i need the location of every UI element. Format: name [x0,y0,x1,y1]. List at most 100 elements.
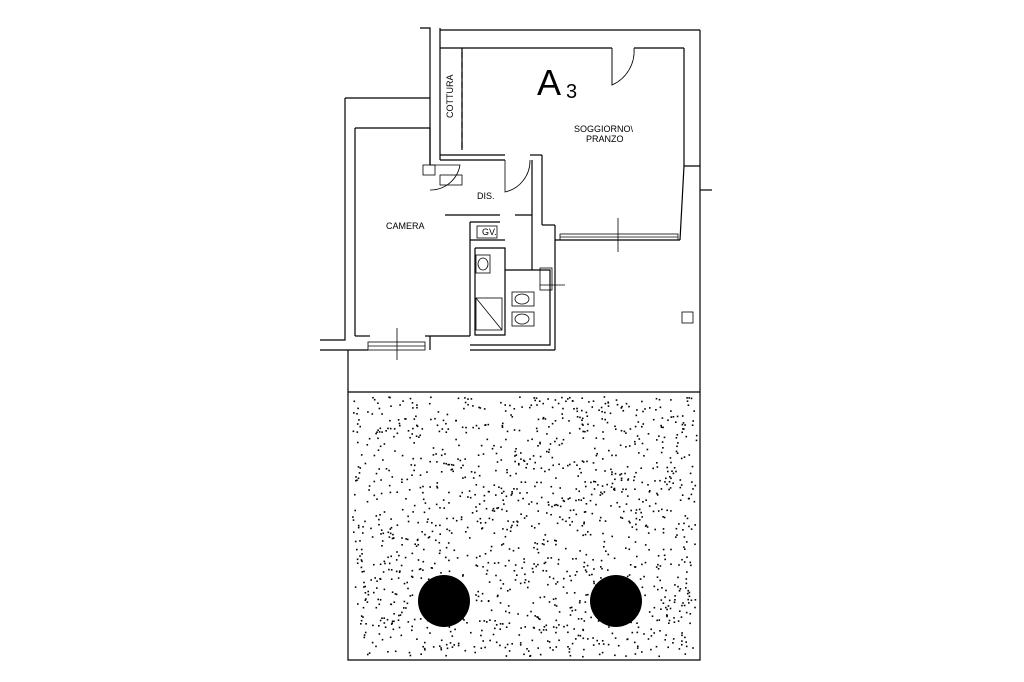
gravel-dot [388,484,391,487]
gravel-dot [569,654,572,657]
gravel-dot [464,401,467,404]
gravel-dot [411,569,414,572]
gravel-dot [558,444,561,446]
gravel-dot [448,463,450,466]
gravel-dot [660,424,662,427]
gravel-dot [419,474,422,476]
gravel-dot [641,516,643,518]
gravel-dot [360,566,363,569]
gravel-dot [680,484,683,486]
gravel-dot [429,486,431,488]
gravel-dot [637,645,639,648]
gravel-dot [380,529,383,531]
gravel-dot [506,430,509,433]
gravel-dot [625,655,627,657]
gravel-dot [662,528,665,530]
gravel-dot [672,472,675,475]
gravel-dot [675,450,678,453]
gravel-dot [670,563,672,565]
gravel-dot [511,643,513,645]
gravel-dot [373,398,376,401]
gravel-dot [568,517,571,519]
gravel-dot [390,578,393,580]
gravel-dot [558,639,560,642]
gravel-dot [477,590,479,593]
gravel-dot [691,481,693,483]
gravel-dot [514,579,517,581]
gravel-dot [381,617,383,619]
gravel-dot [570,606,573,609]
gravel-dot [599,516,602,519]
gravel-dot [493,532,496,534]
gravel-dot [614,472,617,475]
gravel-dot [482,640,484,642]
gravel-dot [497,562,500,564]
gravel-dot [614,637,617,639]
gravel-dot [674,595,676,597]
gravel-dot [574,609,577,611]
gravel-dot [448,529,451,532]
gravel-dot [684,653,687,655]
gravel-dot [629,428,632,430]
gravel-dot [600,566,602,568]
gravel-dot [518,462,520,465]
gravel-dot [683,522,685,525]
gravel-dot [499,644,501,647]
gravel-dot [368,489,370,491]
gravel-dot [689,622,691,625]
gravel-dot [672,416,675,418]
gravel-dot [495,452,498,455]
gravel-dot [522,497,524,500]
gravel-dot [445,546,448,549]
gravel-dot [479,407,482,409]
gravel-dot [581,423,584,426]
gravel-dot [373,494,376,497]
gravel-dot [462,464,464,467]
gravel-dot [659,579,661,582]
gravel-dot [641,481,643,484]
gravel-dot [561,497,563,499]
gravel-dot [453,644,455,646]
gravel-dot [584,511,587,513]
gravel-dot [581,460,584,462]
gravel-dot [463,619,465,621]
gravel-dot [399,424,401,427]
gravel-dot [658,655,660,658]
gravel-dot [367,411,369,413]
gravel-dot [389,427,392,430]
gravel-dot [673,467,676,469]
gravel-dot [622,488,624,491]
gravel-dot [566,570,568,573]
gravel-dot [558,611,561,613]
gravel-dot [435,453,437,455]
gravel-dot [610,505,612,507]
gravel-dot [422,569,424,571]
gravel-dot [547,640,549,642]
gravel-dot [602,643,605,645]
gravel-dot [429,460,431,463]
gravel-dot [650,628,652,631]
gravel-dot [500,459,503,461]
gravel-dot [435,524,437,527]
gravel-dot [518,463,520,466]
gravel-dot [601,493,604,495]
gravel-dot [452,464,455,466]
gravel-dot [437,411,440,413]
gravel-dot [687,404,690,406]
gravel-dot [679,486,682,489]
gravel-dot [387,556,389,559]
gravel-dot [677,442,679,444]
gravel-dot [662,602,665,604]
gravel-dot [387,531,390,534]
gravel-dot [403,582,406,585]
gravel-dot [588,401,590,403]
gravel-dot [485,573,488,575]
gravel-dot [687,592,689,595]
gravel-dot [656,466,659,468]
gravel-dot [621,517,624,519]
gravel-dot [533,468,535,470]
gravel-dot [648,549,650,551]
gravel-dot [517,499,520,502]
gravel-dot [625,402,628,405]
gravel-dot [674,584,676,586]
